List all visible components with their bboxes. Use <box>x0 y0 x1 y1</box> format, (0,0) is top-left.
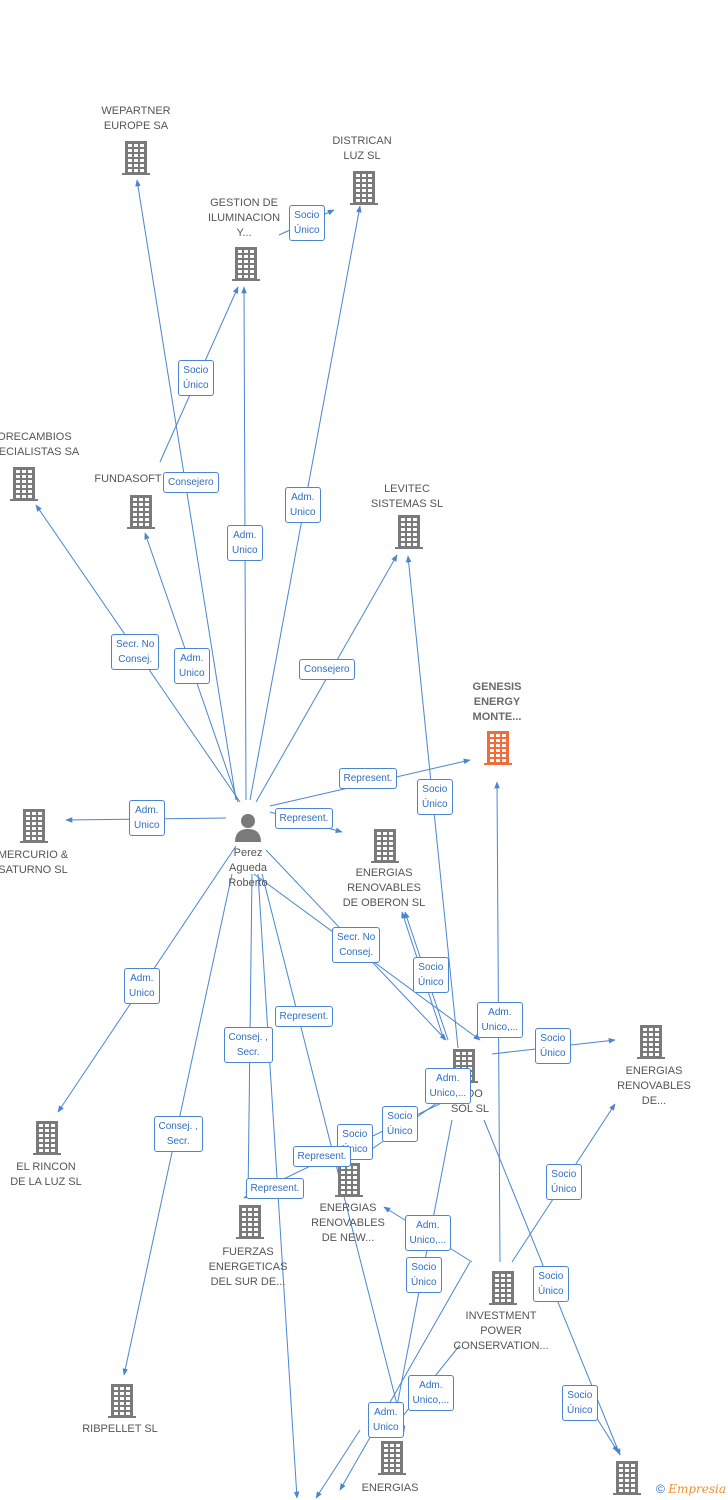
company-name[interactable]: ENERGIAS RENOVABLES DE... <box>617 1065 691 1107</box>
brand-logo: Empresia <box>668 1482 726 1496</box>
building-icon[interactable] <box>613 1461 641 1500</box>
building-icon[interactable] <box>108 1384 136 1423</box>
relation-label[interactable]: Adm. Unico,... <box>407 1375 455 1411</box>
relation-label[interactable]: Adm. Unico <box>124 968 160 1004</box>
relation-label[interactable]: Adm. Unico,... <box>424 1068 472 1104</box>
relation-label[interactable]: Socio Único <box>178 360 214 396</box>
company-name[interactable]: GESTION DE ILUMINACION Y... <box>207 197 281 239</box>
company-name[interactable]: ENERGIAS <box>361 1482 419 1494</box>
relation-label[interactable]: Represent. <box>274 807 334 829</box>
person-icon[interactable] <box>233 812 263 842</box>
company-name[interactable]: FUNDASOFT <box>94 473 162 485</box>
company-name[interactable]: RIBPELLET SL <box>82 1423 158 1435</box>
relation-label[interactable]: Secr. No Consej. <box>111 634 160 670</box>
relation-label[interactable]: Secr. No Consej. <box>332 927 381 963</box>
relation-label[interactable]: Socio Único <box>289 205 325 241</box>
building-icon[interactable] <box>127 495 155 534</box>
relation-label[interactable]: Adm. Unico,... <box>476 1002 524 1038</box>
building-icon[interactable] <box>637 1025 665 1064</box>
relation-label[interactable]: Socio Único <box>406 1257 442 1293</box>
relation-label[interactable]: Socio Único <box>382 1106 418 1142</box>
relation-label[interactable]: Adm. Unico <box>285 487 321 523</box>
relation-label[interactable]: Socio Único <box>337 1124 373 1160</box>
relation-label[interactable]: Socio Único <box>413 957 449 993</box>
company-name[interactable]: INVESTMENT POWER CONSERVATION... <box>453 1310 549 1352</box>
relation-label[interactable]: Consej. , Secr. <box>223 1027 273 1063</box>
building-icon[interactable] <box>395 515 423 554</box>
person-name[interactable]: Perez Agueda Roberto <box>228 847 268 889</box>
relationship-edge <box>339 1261 471 1491</box>
building-icon[interactable] <box>10 467 38 506</box>
company-name[interactable]: FUERZAS ENERGETICAS DEL SUR DE... <box>208 1246 288 1288</box>
building-icon[interactable] <box>489 1271 517 1310</box>
building-icon[interactable] <box>371 829 399 868</box>
company-name[interactable]: WEPARTNER EUROPE SA <box>101 105 171 132</box>
relation-label[interactable]: Represent. <box>245 1177 305 1199</box>
relation-label[interactable]: Adm. Unico <box>174 648 210 684</box>
relation-label[interactable]: Consejero <box>163 471 219 493</box>
relation-label[interactable]: Represent. <box>338 767 398 789</box>
relation-label[interactable]: Consejero <box>299 658 355 680</box>
building-icon[interactable] <box>484 731 512 770</box>
building-icon[interactable] <box>122 141 150 180</box>
company-name[interactable]: MERCURIO & SATURNO SL <box>0 849 69 876</box>
relation-label[interactable]: Represent. <box>274 1005 334 1027</box>
relation-label[interactable]: Socio Único <box>562 1385 598 1421</box>
company-name[interactable]: EL RINCON DE LA LUZ SL <box>10 1161 82 1188</box>
company-name[interactable]: GENESIS ENERGY MONTE... <box>472 681 522 723</box>
relation-label[interactable]: Adm. Unico,... <box>404 1215 452 1251</box>
building-icon[interactable] <box>350 171 378 210</box>
relation-label[interactable]: Represent. <box>292 1145 352 1167</box>
building-icon[interactable] <box>378 1441 406 1480</box>
relation-label[interactable]: Socio Único <box>417 779 453 815</box>
building-icon[interactable] <box>20 809 48 848</box>
company-name[interactable]: ENERGIAS RENOVABLES DE OBERON SL <box>342 867 426 909</box>
relation-label[interactable]: Adm. Unico <box>368 1402 404 1438</box>
company-name[interactable]: ENERGIAS RENOVABLES DE NEW... <box>311 1202 385 1244</box>
company-name[interactable]: FLORECAMBIOS ESPECIALISTAS SA <box>0 431 80 458</box>
relation-label[interactable]: Socio Único <box>535 1028 571 1064</box>
building-icon[interactable] <box>335 1163 363 1202</box>
company-name[interactable]: LEVITEC SISTEMAS SL <box>370 483 444 510</box>
relation-label[interactable]: Socio Único <box>533 1266 569 1302</box>
building-icon[interactable] <box>232 247 260 286</box>
company-name[interactable]: DISTRICAN LUZ SL <box>332 135 392 162</box>
footer-brand: © Empresia <box>656 1482 726 1496</box>
building-icon[interactable] <box>236 1205 264 1244</box>
relation-label[interactable]: Consej. , Secr. <box>153 1116 203 1152</box>
building-icon[interactable] <box>33 1121 61 1160</box>
relationship-edge <box>315 1429 361 1499</box>
copyright-symbol: © <box>656 1482 665 1496</box>
relation-label[interactable]: Adm. Unico <box>129 800 165 836</box>
relation-label[interactable]: Adm. Unico <box>227 525 263 561</box>
relation-label[interactable]: Socio Único <box>546 1164 582 1200</box>
